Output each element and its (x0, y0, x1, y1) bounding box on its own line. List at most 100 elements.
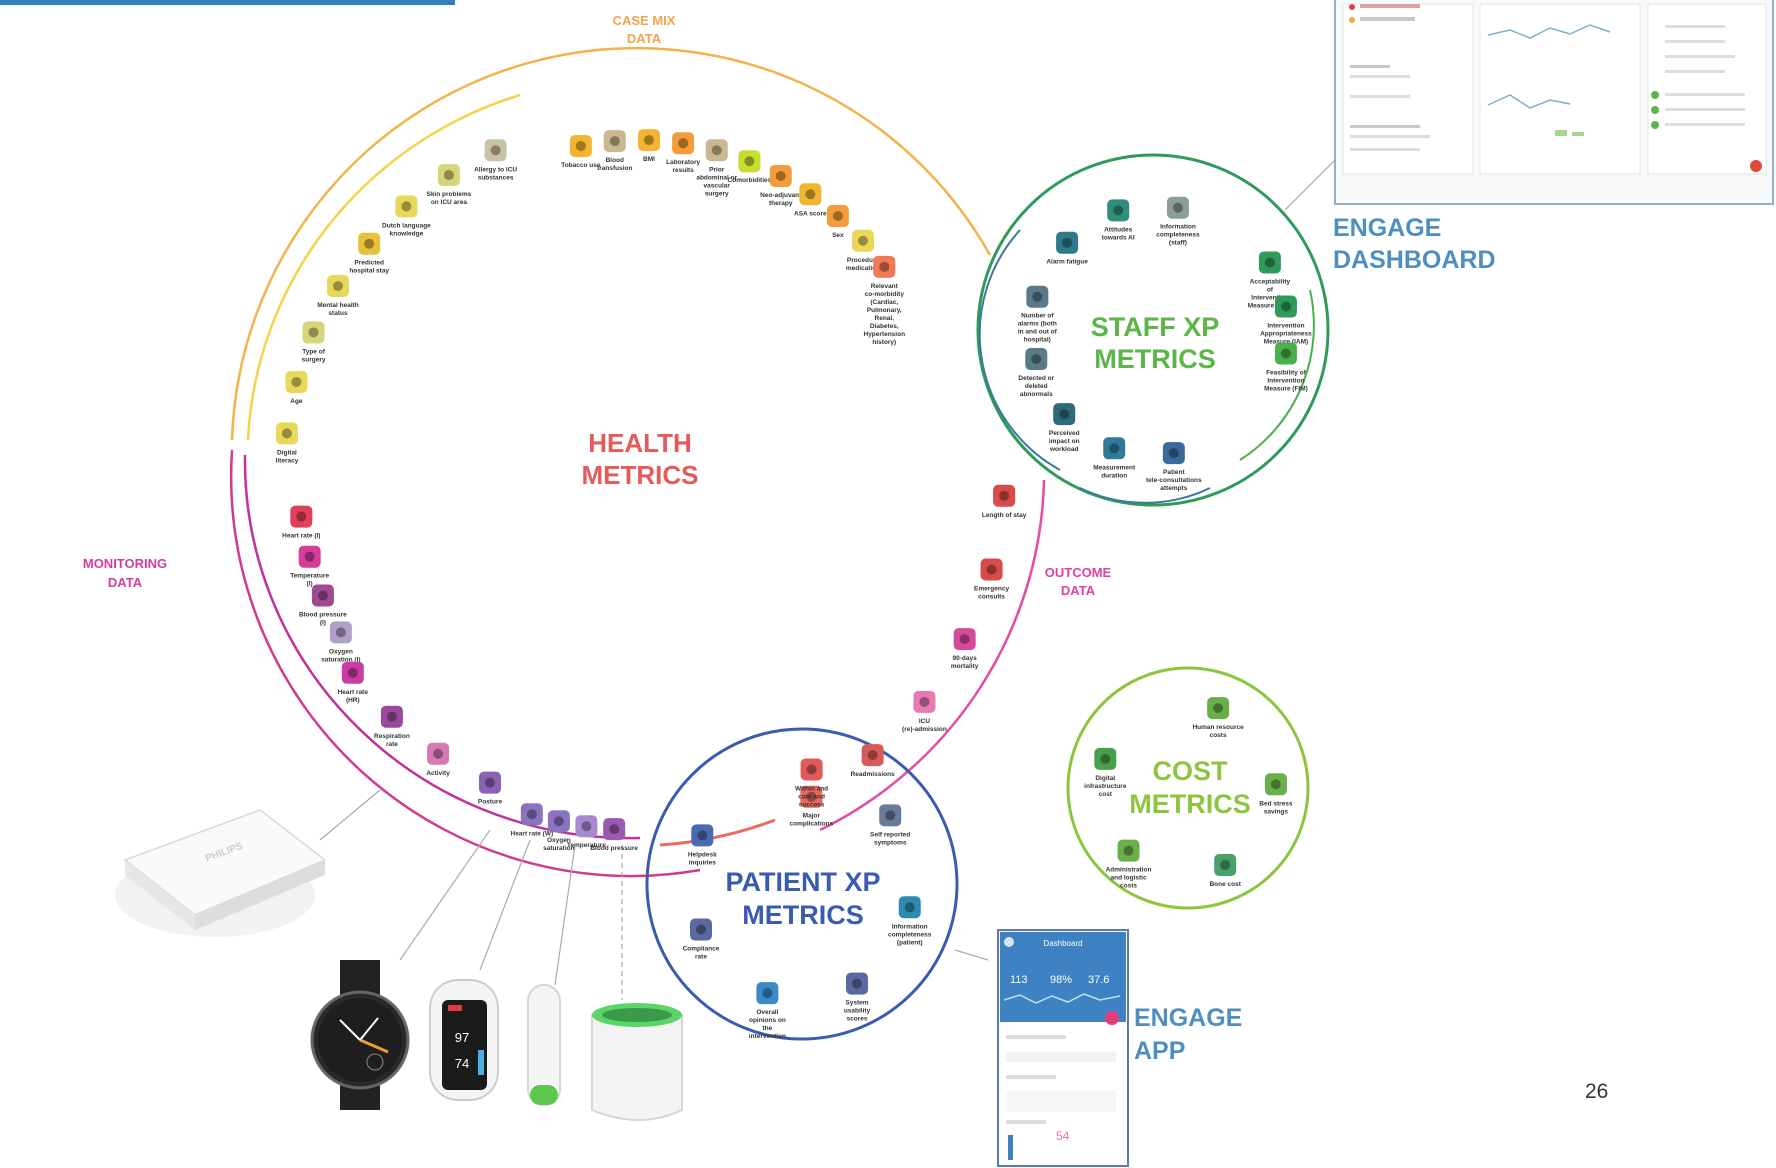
patient-label: opinions on (749, 1017, 786, 1024)
patient-glyph-icon (852, 978, 862, 989)
cost-label: savings (1264, 808, 1289, 815)
monitoring-icon (478, 771, 501, 794)
case-mix-icon (851, 229, 874, 252)
monitoring-label: (I) (320, 619, 326, 626)
patient-icon (691, 824, 714, 847)
cost-title-line1: COST (1152, 756, 1228, 786)
case-mix-label: Age (290, 398, 303, 405)
case-mix-glyph-icon (401, 201, 412, 212)
health-title-line1: HEALTH (588, 428, 692, 458)
case-mix-label-line2: DATA (627, 31, 662, 46)
engage-dashboard-line2: DASHBOARD (1333, 246, 1496, 274)
pulse-oximeter-device: 97 74 (429, 979, 499, 1101)
monitoring-label: Oxygen (547, 837, 571, 844)
staff-icon (1053, 403, 1076, 426)
staff-label: abnormals (1020, 391, 1053, 398)
staff-title-line2: METRICS (1094, 344, 1216, 374)
staff-label: Patient (1163, 469, 1186, 476)
staff-icon (1026, 285, 1049, 308)
monitoring-icon (427, 742, 450, 765)
staff-label: Number of (1021, 313, 1054, 320)
monitoring-glyph-icon (296, 511, 307, 522)
patient-label: care and (798, 793, 825, 800)
case-mix-label: medication (846, 265, 880, 272)
case-mix-icon (799, 183, 822, 206)
staff-icon (1025, 348, 1048, 371)
cost-label: Human resource (1192, 724, 1244, 731)
case-mix-glyph-icon (333, 281, 344, 292)
monitoring-label: Temperature (567, 842, 606, 849)
outcome-label: Readmissions (851, 771, 895, 778)
monitoring-glyph-icon (347, 667, 358, 678)
cost-icon (1214, 854, 1237, 877)
cost-glyph-icon (1220, 860, 1231, 871)
monitoring-item: Posture (478, 771, 503, 806)
case-mix-label: status (328, 310, 348, 317)
staff-label: Appropriateness (1260, 331, 1312, 338)
patient-label: intervention (749, 1033, 786, 1040)
outcome-icon (980, 558, 1003, 581)
case-mix-glyph-icon (291, 376, 302, 387)
staff-label: Alarm fatigue (1046, 259, 1088, 266)
staff-label: Intervention (1251, 295, 1288, 302)
monitoring-icon (311, 584, 334, 607)
case-mix-label: Sex (832, 232, 844, 239)
cost-metrics-circle (1066, 666, 1310, 910)
case-mix-label: surgery (302, 356, 326, 363)
staff-glyph-icon (1109, 443, 1120, 454)
engage-app-screenshot: Dashboard 113 98% 37.6 54 (997, 929, 1129, 1167)
case-mix-label: hospital stay (349, 268, 389, 275)
case-mix-label: Procedure (847, 257, 880, 264)
case-mix-label: Diabetes, (870, 323, 899, 330)
case-mix-label: Hypertension (864, 331, 906, 338)
case-mix-label: Type of (302, 348, 325, 355)
app-stat-3: 37.6 (1088, 974, 1109, 986)
monitoring-item: Heart rate(HR) (338, 661, 368, 704)
cost-label: Administration (1106, 867, 1152, 874)
staff-glyph-icon (1113, 205, 1124, 216)
outcome-item: Readmissions (851, 744, 895, 778)
case-mix-label: surgery (705, 190, 729, 197)
monitoring-label: Posture (478, 799, 503, 806)
staff-icon (1162, 442, 1185, 465)
case-mix-label: Renal, (875, 315, 895, 322)
case-mix-glyph-icon (805, 189, 816, 200)
case-mix-label: therapy (769, 200, 793, 207)
staff-icon (1258, 251, 1281, 274)
monitoring-label: saturation (543, 845, 574, 852)
blood-pressure-cuff-device (591, 1003, 683, 1121)
case-mix-label: Prior (709, 166, 725, 173)
monitoring-icon (329, 621, 352, 644)
case-mix-label: Predicted (354, 260, 384, 267)
staff-label: completeness (1156, 232, 1200, 239)
patient-glyph-icon (806, 764, 817, 775)
patient-label: System (845, 1000, 868, 1007)
case-mix-glyph-icon (775, 170, 786, 181)
staff-label: workload (1049, 446, 1079, 453)
patient-title-line1: PATIENT XP (725, 867, 880, 897)
cost-label: Bone cost (1209, 881, 1241, 888)
patient-icon (879, 804, 902, 827)
case-mix-icon (638, 129, 661, 152)
staff-item: Alarm fatigue (1046, 231, 1088, 266)
outcome-icon (800, 785, 823, 808)
case-mix-icon (705, 139, 728, 162)
patient-icon (898, 896, 921, 919)
case-mix-item: Age (285, 370, 308, 405)
cost-label: Bed stress (1259, 800, 1293, 807)
case-mix-label: abdominal or (696, 174, 737, 181)
